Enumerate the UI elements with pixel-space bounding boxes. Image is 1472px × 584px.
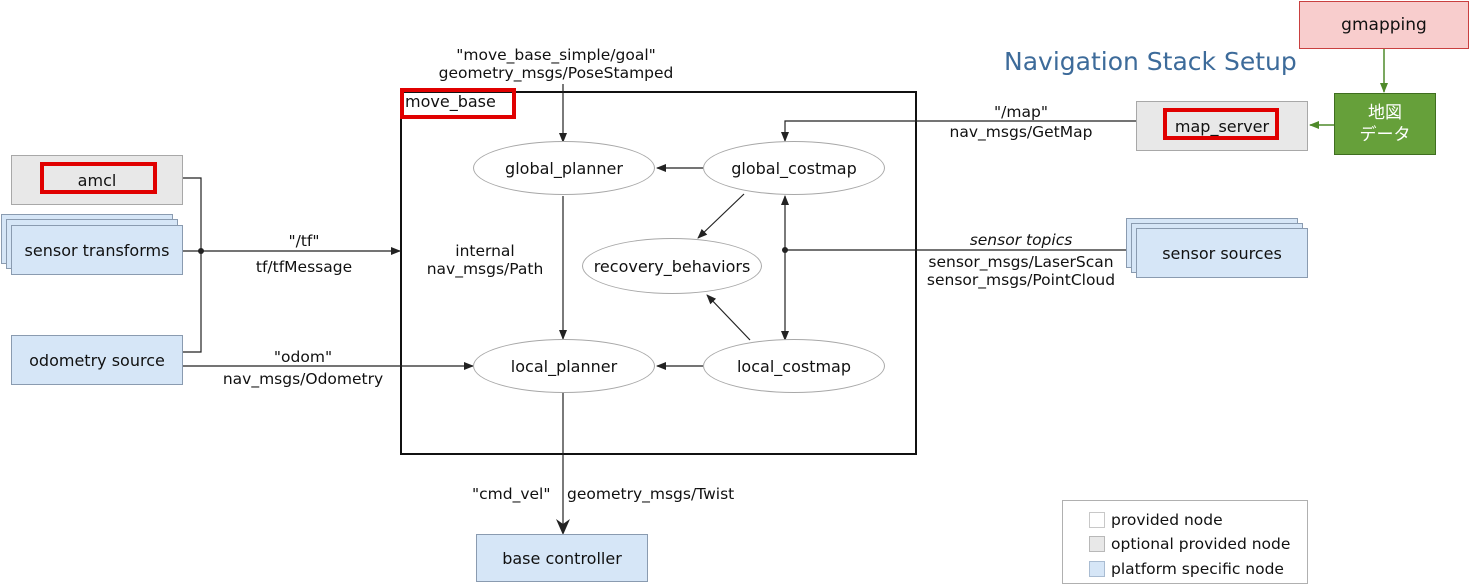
legend-swatch-platform <box>1089 561 1105 577</box>
goal-type-label: geometry_msgs/PoseStamped <box>438 64 674 82</box>
goal-topic-label: "move_base_simple/goal" <box>456 46 656 64</box>
edge-map <box>781 120 1136 142</box>
internal-type-label: nav_msgs/Path <box>426 260 544 278</box>
move-base-label: move_base <box>405 92 496 111</box>
sensor-sources-node: sensor sources <box>1136 228 1308 278</box>
odom-topic-label: "odom" <box>273 348 333 366</box>
odom-type-label: nav_msgs/Odometry <box>222 370 384 388</box>
map-data-node: 地図 データ <box>1334 93 1436 155</box>
legend-label-platform: platform specific node <box>1111 560 1284 578</box>
diagram-title: Navigation Stack Setup <box>1004 47 1297 76</box>
tf-type-label: tf/tfMessage <box>255 258 353 276</box>
cmd-vel-topic-label: "cmd_vel" <box>472 485 551 503</box>
map-server-label: map_server <box>1174 116 1270 136</box>
gmapping-node: gmapping <box>1299 1 1469 49</box>
sensor-junction <box>782 247 788 253</box>
sensor-transforms-node: sensor transforms <box>11 225 183 275</box>
cloud-type-label: sensor_msgs/PointCloud <box>926 271 1116 289</box>
legend-row-provided: provided node <box>1089 511 1223 529</box>
laser-type-label: sensor_msgs/LaserScan <box>928 253 1114 271</box>
legend-swatch-optional <box>1089 536 1105 552</box>
map-server-highlight <box>1163 108 1279 140</box>
local-costmap-node: local_costmap <box>703 339 885 393</box>
recovery-behaviors-node: recovery_behaviors <box>582 238 762 294</box>
legend-label-optional: optional provided node <box>1111 535 1291 553</box>
move-base-container <box>400 91 917 455</box>
amcl-label: amcl <box>77 170 117 190</box>
cmd-vel-type-label: geometry_msgs/Twist <box>567 485 735 503</box>
legend-swatch-provided <box>1089 512 1105 528</box>
global-costmap-node: global_costmap <box>703 141 885 195</box>
legend: provided node optional provided node pla… <box>1062 500 1308 584</box>
odometry-source-node: odometry source <box>11 335 183 385</box>
map-topic-label: "/map" <box>994 103 1048 121</box>
global-planner-node: global_planner <box>473 141 655 195</box>
internal-label: internal <box>455 242 515 260</box>
edge-lcostmap-recovery <box>706 294 751 341</box>
move-base-highlight <box>400 88 516 119</box>
base-controller-node: base controller <box>476 534 648 582</box>
edge-amcl-bus <box>182 177 202 353</box>
sensor-topics-label: sensor topics <box>969 231 1073 249</box>
map-type-label: nav_msgs/GetMap <box>949 123 1093 141</box>
legend-row-optional: optional provided node <box>1089 535 1290 553</box>
amcl-highlight <box>40 162 157 194</box>
legend-label-provided: provided node <box>1111 511 1223 529</box>
legend-row-platform: platform specific node <box>1089 560 1284 578</box>
local-planner-node: local_planner <box>473 339 655 393</box>
tf-topic-label: "/tf" <box>288 232 320 250</box>
edge-gcostmap-recovery <box>697 193 745 239</box>
